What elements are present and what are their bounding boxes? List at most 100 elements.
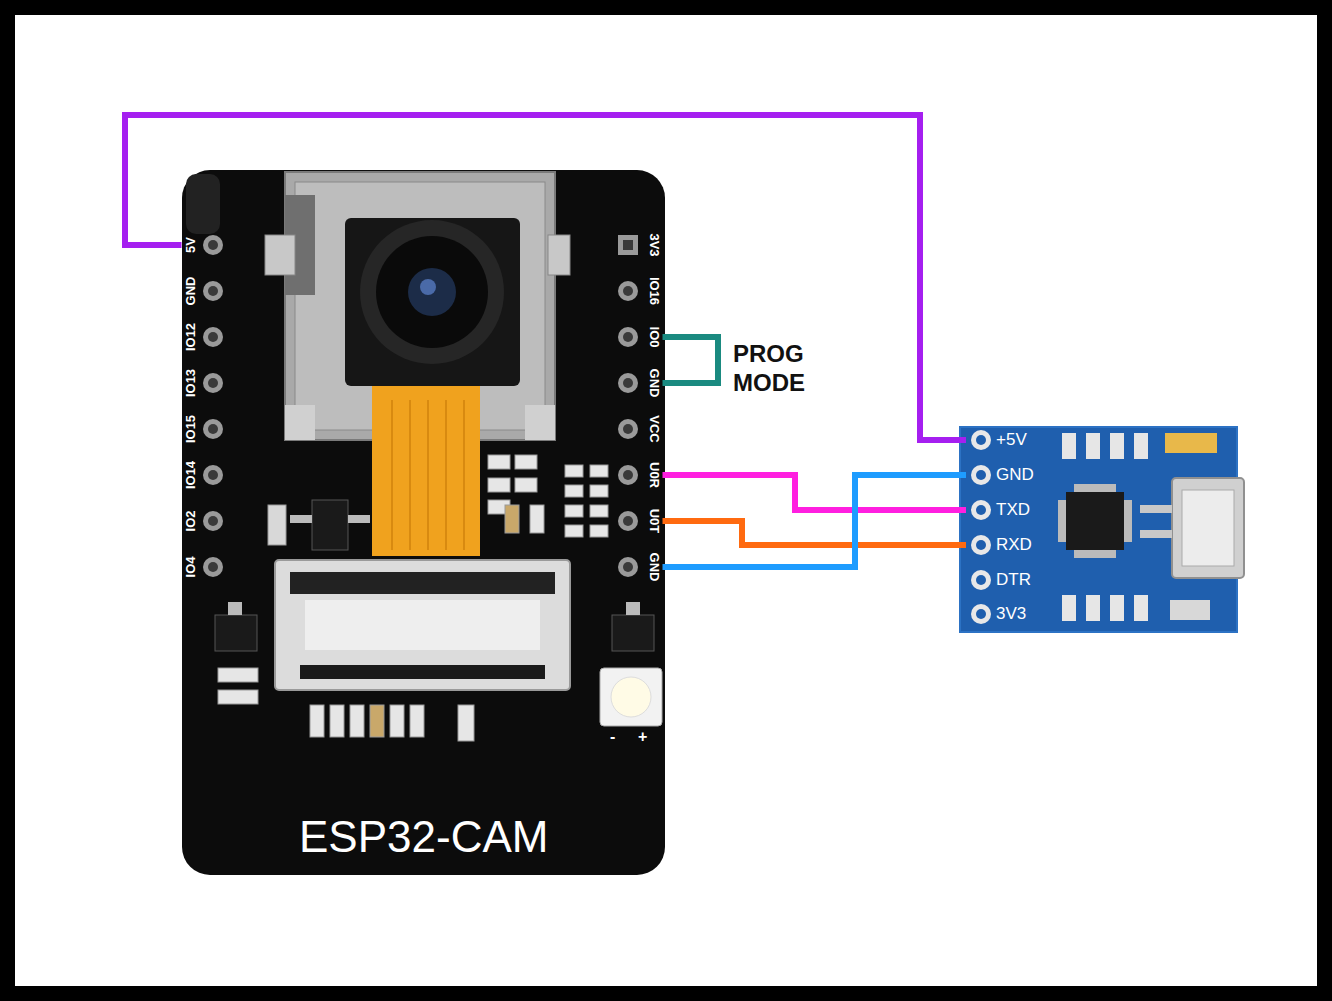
header-pins-part — [623, 378, 633, 388]
pin-name: U0R — [647, 462, 662, 488]
transistors-part — [612, 615, 654, 651]
fpc-connector-part — [290, 572, 555, 594]
header-pins-part — [618, 557, 638, 577]
camera-module-part — [360, 220, 504, 364]
usb-serial-parts-part — [1074, 484, 1116, 492]
pin-label-box: IO4 — [182, 555, 199, 580]
header-pins-part — [208, 378, 218, 388]
pin-name: IO12 — [183, 323, 198, 351]
sd-card-slot-part — [548, 235, 570, 275]
pin-label-box: IO15 — [182, 413, 199, 445]
header-pins-part — [203, 281, 223, 301]
usb-serial-parts-part — [1140, 505, 1172, 513]
flex-cable-part — [372, 386, 480, 556]
pin-label-box: RXD — [966, 535, 1036, 555]
usb-serial-parts-part — [1134, 595, 1148, 621]
usb-serial-board-part — [971, 465, 991, 485]
flex-cable-part — [409, 400, 411, 550]
usb-serial-board — [960, 427, 1237, 632]
pin-name: DTR — [996, 570, 1031, 590]
pin-name: GND — [647, 553, 662, 582]
jumper-label: PROG MODE — [733, 339, 833, 397]
smd-components-part — [590, 485, 608, 497]
smd-components-part — [218, 668, 258, 682]
smd-components-part — [488, 455, 510, 469]
usb-serial-board-part — [976, 575, 986, 585]
wire — [125, 115, 966, 440]
usb-serial-parts-part — [1140, 530, 1172, 538]
sd-card-slot-part — [525, 405, 555, 440]
pin-name: GND — [183, 277, 198, 306]
transistors-part — [215, 615, 257, 651]
usb-serial-parts-part — [1086, 433, 1100, 459]
usb-serial-parts-part — [1062, 595, 1076, 621]
usb-serial-board-part — [971, 430, 991, 450]
smd-components-part — [410, 705, 424, 737]
header-pins-part — [618, 327, 638, 347]
usb-serial-board-part — [960, 427, 1237, 632]
pin-name: IO4 — [183, 557, 198, 578]
header-pins-part — [203, 373, 223, 393]
header-pins-part — [618, 511, 638, 531]
transistors-part — [348, 515, 370, 523]
smd-components-part — [565, 485, 583, 497]
wire — [663, 521, 967, 545]
smd-components-part — [565, 525, 583, 537]
header-pins-part — [623, 470, 633, 480]
camera-module-part — [376, 236, 488, 348]
flex-cable-part — [445, 400, 447, 550]
transistors-part — [290, 515, 312, 523]
usb-serial-parts-part — [1124, 500, 1132, 542]
pin-label-box: TXD — [966, 500, 1034, 520]
usb-serial-parts-part — [1074, 550, 1116, 558]
pin-label-box: 3V3 — [646, 232, 663, 259]
pin-name: IO2 — [183, 511, 198, 532]
header-pins-part — [208, 286, 218, 296]
pin-name: IO13 — [183, 369, 198, 397]
flex-cable — [372, 386, 480, 556]
usb-serial-board-part — [976, 505, 986, 515]
usb-serial-board-part — [976, 435, 986, 445]
smd-components-part — [458, 705, 474, 741]
header-pins-part — [208, 470, 218, 480]
usb-serial-parts-part — [1172, 478, 1244, 578]
fpc-connector-part — [300, 665, 545, 679]
usb-serial-parts — [1058, 433, 1244, 621]
header-pins-part — [623, 516, 633, 526]
polarity-mark: - — [610, 728, 615, 746]
transistors-part — [312, 500, 348, 550]
pin-name: 3V3 — [996, 604, 1026, 624]
header-pins-part — [618, 373, 638, 393]
wire — [663, 475, 967, 567]
pin-label-box: U0T — [646, 507, 663, 536]
flex-cable-part — [427, 400, 429, 550]
flex-cable-part — [391, 400, 393, 550]
usb-serial-board-part — [971, 604, 991, 624]
pin-label-box: IO0 — [646, 325, 663, 350]
pin-label-box: IO2 — [182, 509, 199, 534]
smd-components-part — [590, 465, 608, 477]
board-outline: ESP32-CAM5VGNDIO12IO13IO15IO14IO2IO43V3I… — [182, 170, 665, 875]
transistors-part — [626, 602, 640, 615]
pin-name: IO14 — [183, 461, 198, 489]
header-pins-part — [618, 465, 638, 485]
pin-name: VCC — [647, 415, 662, 442]
smd-components-part — [370, 705, 384, 737]
smd-components-part — [218, 690, 258, 704]
usb-serial-board-part — [971, 570, 991, 590]
sd-card-slot-part — [265, 235, 295, 275]
smd-components-part — [515, 455, 537, 469]
camera-module-part — [408, 268, 456, 316]
smd-components-part — [590, 525, 608, 537]
pin-label-box: +5V — [966, 430, 1031, 450]
pin-label-box: 5V — [182, 235, 199, 255]
usb-serial-parts-part — [1170, 600, 1210, 620]
pin-label-box: IO14 — [182, 459, 199, 491]
header-pins-part — [203, 235, 223, 255]
smd-components-part — [505, 505, 519, 533]
flash-led-part — [600, 668, 662, 726]
pin-name: 5V — [183, 237, 198, 253]
